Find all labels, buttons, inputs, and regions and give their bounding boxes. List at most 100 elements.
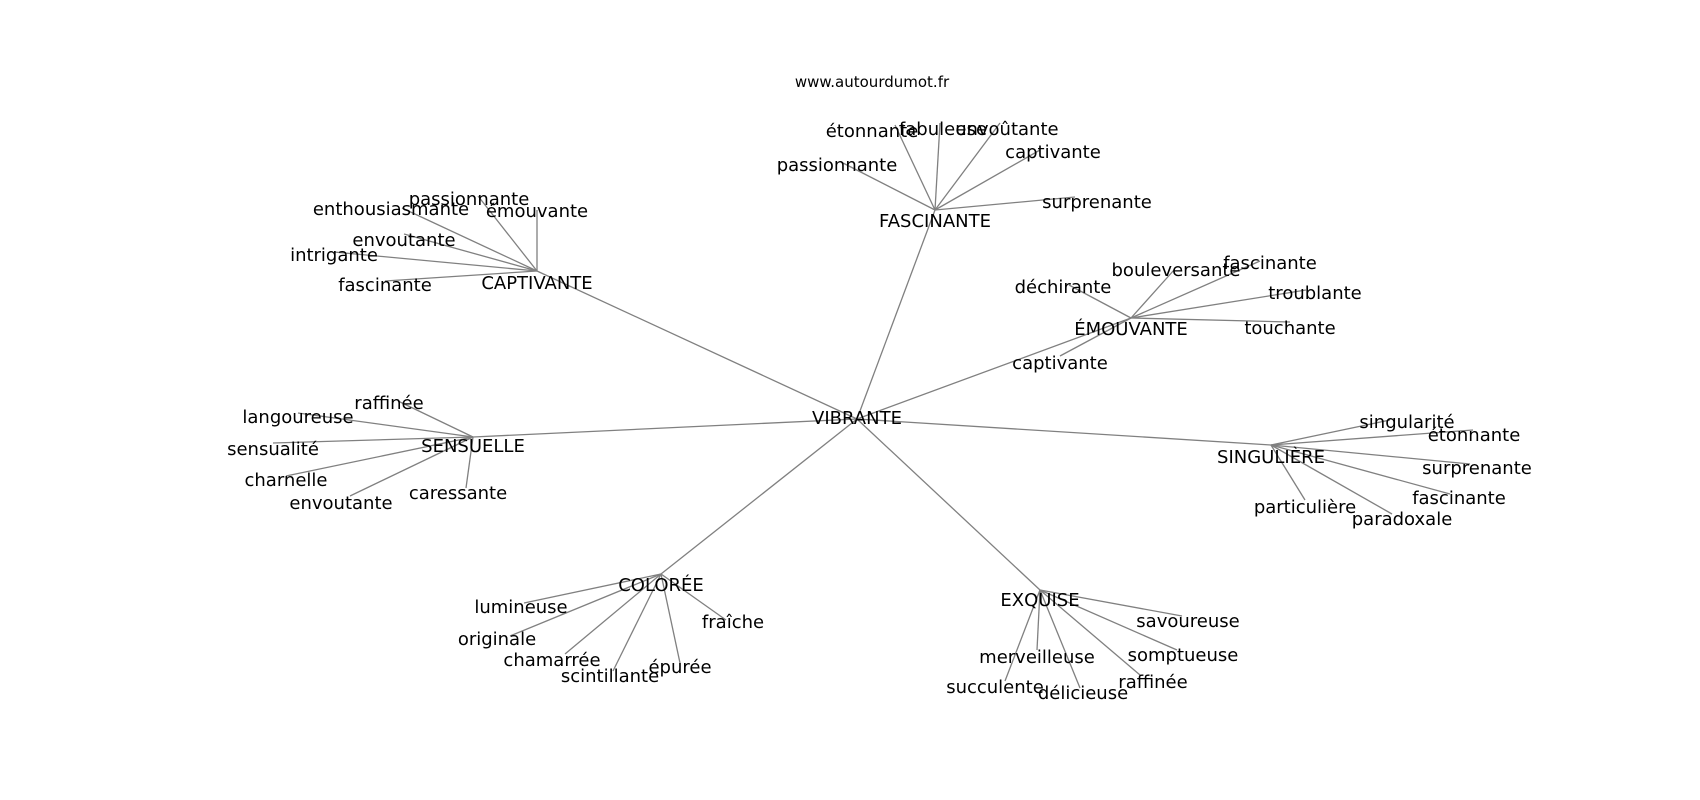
word-node-exquise-raffinee: raffinée bbox=[1118, 672, 1187, 693]
word-node-exquise-succulente: succulente bbox=[946, 677, 1044, 698]
edge-singuliere-surprenante bbox=[1270, 444, 1471, 465]
word-node-fascinante-envoutante: envoûtante bbox=[955, 119, 1058, 140]
edge-captivante-fascinante bbox=[384, 270, 538, 282]
edges-layer bbox=[272, 122, 1474, 689]
word-node-singuliere-fascinante: fascinante bbox=[1412, 488, 1506, 509]
edge-sensuelle-langoureuse bbox=[297, 412, 474, 438]
edge-exquise-raffinee bbox=[1039, 589, 1141, 676]
edge-captivante-passionnante bbox=[477, 195, 538, 272]
edge-coloree-chamarree bbox=[564, 573, 662, 655]
edge-exquise-savoureuse bbox=[1039, 589, 1183, 617]
word-node-singuliere-particuliere: particulière bbox=[1254, 497, 1356, 518]
edge-exquise-merveilleuse bbox=[1036, 589, 1041, 651]
cluster-node-coloree: COLORÉE bbox=[618, 574, 704, 596]
edge-center-fascinante bbox=[856, 209, 936, 420]
word-node-captivante-emouvante: émouvante bbox=[486, 201, 588, 222]
edge-fascinante-passionnante bbox=[842, 162, 936, 211]
word-node-coloree-fraiche: fraîche bbox=[702, 612, 764, 633]
edge-emouvante-touchante bbox=[1130, 317, 1291, 323]
edge-emouvante-troublante bbox=[1130, 289, 1307, 319]
word-node-coloree-originale: originale bbox=[458, 629, 536, 650]
cluster-node-fascinante: FASCINANTE bbox=[879, 211, 991, 232]
word-node-singuliere-paradoxale: paradoxale bbox=[1352, 509, 1453, 530]
edge-coloree-lumineuse bbox=[523, 573, 662, 604]
word-node-sensuelle-charnelle: charnelle bbox=[245, 470, 328, 491]
edge-emouvante-bouleversante bbox=[1130, 269, 1175, 319]
edge-emouvante-dechirante bbox=[1068, 284, 1132, 319]
edge-exquise-somptueuse bbox=[1039, 589, 1178, 651]
word-node-sensuelle-caressante: caressante bbox=[409, 483, 507, 504]
word-node-exquise-savoureuse: savoureuse bbox=[1136, 611, 1239, 632]
center-node-label: VIBRANTE bbox=[812, 408, 902, 429]
edge-captivante-enthousiasmante bbox=[401, 207, 538, 272]
word-node-fascinante-fabuleuse: fabuleuse bbox=[899, 119, 987, 140]
word-node-exquise-merveilleuse: merveilleuse bbox=[979, 647, 1095, 668]
edge-fascinante-envoutante bbox=[934, 122, 1001, 211]
edge-center-emouvante bbox=[856, 317, 1132, 420]
edge-sensuelle-raffinee bbox=[397, 400, 474, 438]
edge-singuliere-singularite bbox=[1270, 419, 1391, 446]
edge-coloree-originale bbox=[509, 573, 662, 637]
word-node-singuliere-surprenante: surprenante bbox=[1422, 458, 1532, 479]
word-node-coloree-lumineuse: lumineuse bbox=[474, 597, 567, 618]
word-node-fascinante-passionnante: passionnante bbox=[777, 155, 898, 176]
word-node-emouvante-captivante: captivante bbox=[1012, 353, 1108, 374]
cluster-node-exquise: EXQUISE bbox=[1000, 590, 1079, 611]
word-node-singuliere-singularite: singularité bbox=[1359, 412, 1454, 433]
edge-fascinante-etonnante bbox=[894, 124, 936, 211]
edge-singuliere-fascinante bbox=[1270, 444, 1451, 495]
labels-layer: VIBRANTEFASCINANTEétonnantefabuleuseenvo… bbox=[227, 119, 1532, 704]
edge-sensuelle-caressante bbox=[465, 436, 474, 489]
word-node-sensuelle-raffinee: raffinée bbox=[354, 393, 423, 414]
word-node-fascinante-surprenante: surprenante bbox=[1042, 192, 1152, 213]
edge-center-coloree bbox=[660, 418, 858, 575]
edge-fascinante-surprenante bbox=[934, 196, 1076, 211]
edge-fascinante-captivante bbox=[934, 149, 1041, 211]
cluster-node-emouvante: ÉMOUVANTE bbox=[1074, 318, 1188, 340]
edge-singuliere-etonnante bbox=[1270, 429, 1474, 446]
cluster-node-singuliere: SINGULIÈRE bbox=[1217, 446, 1325, 468]
word-node-sensuelle-sensualite: sensualité bbox=[227, 439, 319, 460]
edge-sensuelle-sensualite bbox=[272, 436, 474, 444]
word-node-singuliere-etonnante: étonnante bbox=[1428, 425, 1521, 446]
word-node-sensuelle-envoutante: envoutante bbox=[289, 493, 392, 514]
word-node-emouvante-troublante: troublante bbox=[1268, 283, 1361, 304]
word-node-captivante-fascinante: fascinante bbox=[338, 275, 432, 296]
word-node-captivante-intrigante: intrigante bbox=[290, 245, 378, 266]
word-node-fascinante-etonnante: étonnante bbox=[826, 121, 919, 142]
word-node-coloree-scintillante: scintillante bbox=[561, 666, 659, 687]
word-node-captivante-envoutante: envoutante bbox=[352, 230, 455, 251]
edge-coloree-fraiche bbox=[660, 573, 727, 621]
word-node-coloree-epuree: épurée bbox=[648, 657, 711, 678]
word-node-exquise-delicieuse: délicieuse bbox=[1038, 683, 1128, 704]
edge-sensuelle-envoutante bbox=[349, 436, 474, 497]
edge-coloree-epuree bbox=[660, 573, 681, 664]
edge-center-exquise bbox=[856, 418, 1041, 591]
edge-emouvante-captivante bbox=[1059, 317, 1132, 357]
source-label: www.autourdumot.fr bbox=[795, 73, 950, 91]
cluster-node-captivante: CAPTIVANTE bbox=[481, 273, 592, 294]
word-node-sensuelle-langoureuse: langoureuse bbox=[242, 407, 353, 428]
edge-singuliere-paradoxale bbox=[1270, 444, 1393, 515]
word-node-emouvante-touchante: touchante bbox=[1244, 318, 1335, 339]
word-node-emouvante-fascinante: fascinante bbox=[1223, 253, 1317, 274]
edge-coloree-scintillante bbox=[612, 573, 662, 672]
word-node-emouvante-bouleversante: bouleversante bbox=[1112, 260, 1241, 281]
edge-emouvante-fascinante bbox=[1130, 260, 1261, 319]
edge-captivante-intrigante bbox=[333, 251, 538, 272]
edge-fascinante-fabuleuse bbox=[934, 122, 941, 211]
word-node-coloree-chamarree: chamarrée bbox=[503, 650, 600, 671]
edge-center-sensuelle bbox=[472, 418, 858, 438]
cluster-node-sensuelle: SENSUELLE bbox=[421, 436, 525, 457]
word-node-captivante-enthousiasmante: enthousiasmante bbox=[313, 199, 469, 220]
edge-sensuelle-charnelle bbox=[285, 436, 474, 477]
word-node-fascinante-captivante: captivante bbox=[1005, 142, 1101, 163]
edge-exquise-delicieuse bbox=[1039, 589, 1081, 689]
word-node-emouvante-dechirante: déchirante bbox=[1015, 277, 1112, 298]
word-node-captivante-passionnante: passionnante bbox=[409, 189, 530, 210]
edge-singuliere-particuliere bbox=[1270, 444, 1306, 501]
word-node-exquise-somptueuse: somptueuse bbox=[1128, 645, 1239, 666]
edge-center-singuliere bbox=[856, 418, 1272, 446]
edge-center-captivante bbox=[536, 270, 858, 420]
